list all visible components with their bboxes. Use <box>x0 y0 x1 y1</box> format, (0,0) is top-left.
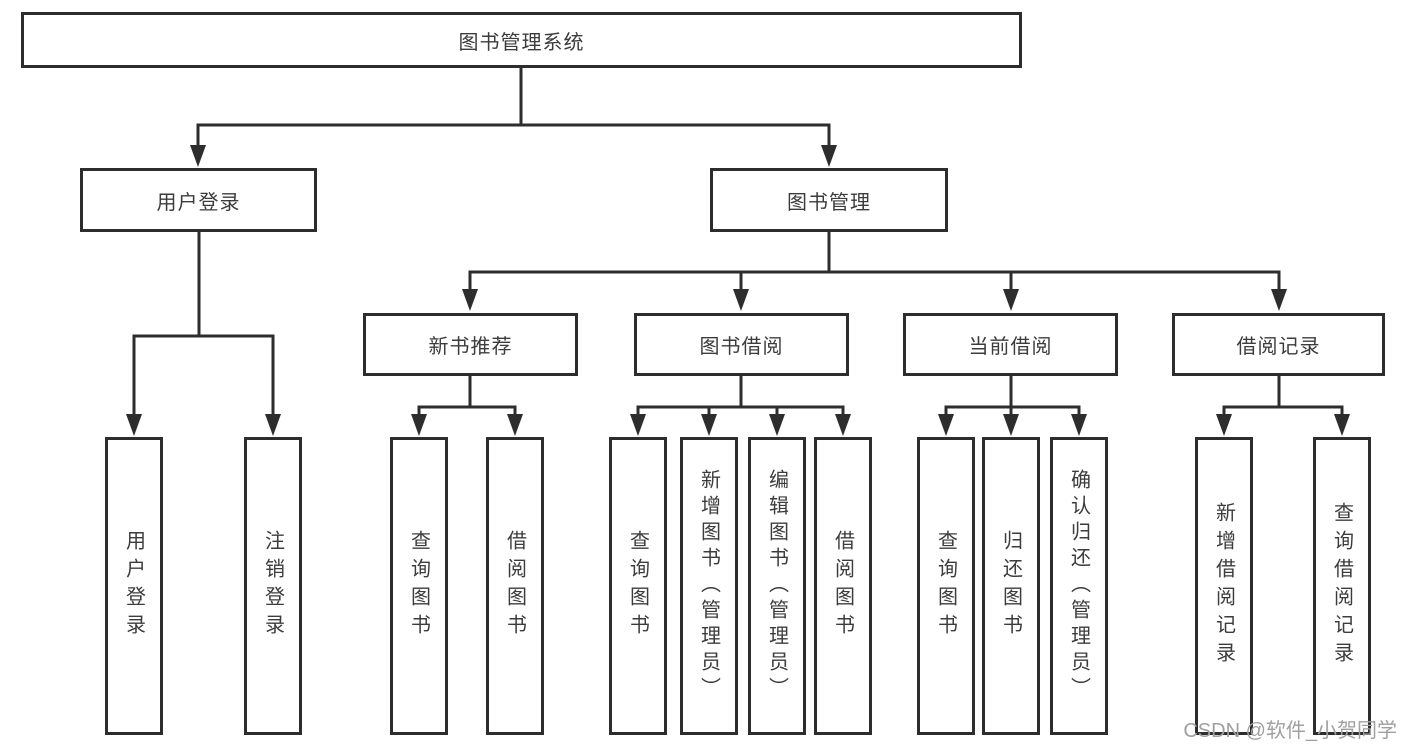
node-user-login: 用户登录 <box>80 168 317 232</box>
node-new-book-recommend: 新书推荐 <box>363 313 578 376</box>
node-book-management: 图书管理 <box>710 168 948 232</box>
arrowheads <box>126 145 1350 436</box>
leaf-query-books-recommend: 查询图书 <box>390 437 448 735</box>
leaf-add-book-admin: 新增图书（管理员） <box>680 437 738 735</box>
leaf-edit-book-admin: 编辑图书（管理员） <box>748 437 806 735</box>
leaf-query-borrow-record: 查询借阅记录 <box>1313 437 1371 735</box>
leaf-query-books-borrowing: 查询图书 <box>609 437 667 735</box>
leaf-borrow-books-recommend: 借阅图书 <box>486 437 544 735</box>
node-book-borrowing: 图书借阅 <box>634 313 849 376</box>
leaf-confirm-return-admin: 确认归还（管理员） <box>1050 437 1108 735</box>
leaf-user-login: 用户登录 <box>105 437 163 735</box>
leaf-logout: 注销登录 <box>244 437 302 735</box>
node-borrow-records: 借阅记录 <box>1172 313 1385 376</box>
leaf-add-borrow-record: 新增借阅记录 <box>1195 437 1253 735</box>
node-current-borrowing: 当前借阅 <box>903 313 1118 376</box>
leaf-query-books-current: 查询图书 <box>917 437 975 735</box>
leaf-return-book: 归还图书 <box>982 437 1040 735</box>
leaf-borrow-books: 借阅图书 <box>814 437 872 735</box>
csdn-watermark: CSDN @软件_小贺同学 <box>1183 720 1397 742</box>
node-library-system: 图书管理系统 <box>21 12 1022 68</box>
